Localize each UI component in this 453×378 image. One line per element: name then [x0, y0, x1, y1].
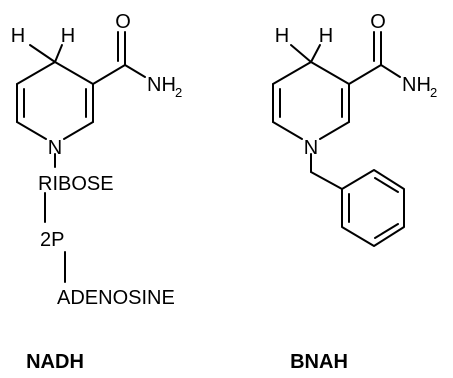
- bnah-bond-ch2-phenyl: [310, 171, 343, 190]
- nadh-bond-cn-amide: [124, 64, 146, 78]
- nadh-bond-n-c2: [63, 121, 94, 140]
- bnah-caption: BNAH: [290, 351, 348, 373]
- nadh-ribose-label: RIBOSE: [38, 173, 114, 195]
- bnah-phenyl-double-3: [374, 223, 399, 239]
- nadh-phosphate-label: 2P: [40, 229, 64, 251]
- nadh-amide-nh-label: NH: [147, 74, 176, 96]
- bnah-bond-c6-n: [272, 121, 303, 140]
- bnah-structure: H H O NH 2 N BNAH: [272, 11, 437, 373]
- nadh-adenosine-label: ADENOSINE: [57, 287, 175, 309]
- bnah-bond-c3-c4: [310, 61, 350, 85]
- bnah-bond-cn-amide: [380, 64, 401, 78]
- nadh-amide-subscript: 2: [175, 85, 182, 100]
- nadh-bond-c4-h-right: [54, 44, 63, 63]
- bnah-bond-n-c2: [319, 121, 350, 140]
- bnah-ring-n-label: N: [304, 137, 318, 159]
- bnah-phenyl-ring: [341, 169, 405, 247]
- bnah-bond-c4-h-left: [290, 44, 312, 63]
- nadh-bond-c4-h-left: [29, 44, 56, 63]
- nadh-bond-c3-camide: [92, 64, 126, 85]
- nadh-structure: H H O NH 2 N RIBOSE 2P ADENOSINE NADH: [11, 11, 182, 373]
- nadh-h-right-label: H: [61, 25, 75, 47]
- nadh-oxygen-label: O: [115, 11, 131, 33]
- nadh-ring-n-label: N: [48, 137, 62, 159]
- bnah-amide-subscript: 2: [430, 85, 437, 100]
- nadh-bond-c6-n: [16, 121, 47, 140]
- nadh-bond-c4-c5: [16, 61, 56, 85]
- nadh-caption: NADH: [26, 351, 84, 373]
- bnah-oxygen-label: O: [370, 11, 386, 33]
- bnah-bond-c3-camide: [348, 64, 382, 85]
- nadh-bond-c3-c4: [54, 61, 94, 85]
- bnah-bond-c4-h-right: [310, 44, 321, 63]
- bnah-phenyl-double-2: [374, 177, 399, 193]
- bnah-h-right-label: H: [319, 25, 333, 47]
- bnah-amide-nh-label: NH: [402, 74, 431, 96]
- nadh-h-left-label: H: [11, 25, 25, 47]
- bnah-bond-c4-c5: [272, 61, 312, 85]
- bnah-h-left-label: H: [275, 25, 289, 47]
